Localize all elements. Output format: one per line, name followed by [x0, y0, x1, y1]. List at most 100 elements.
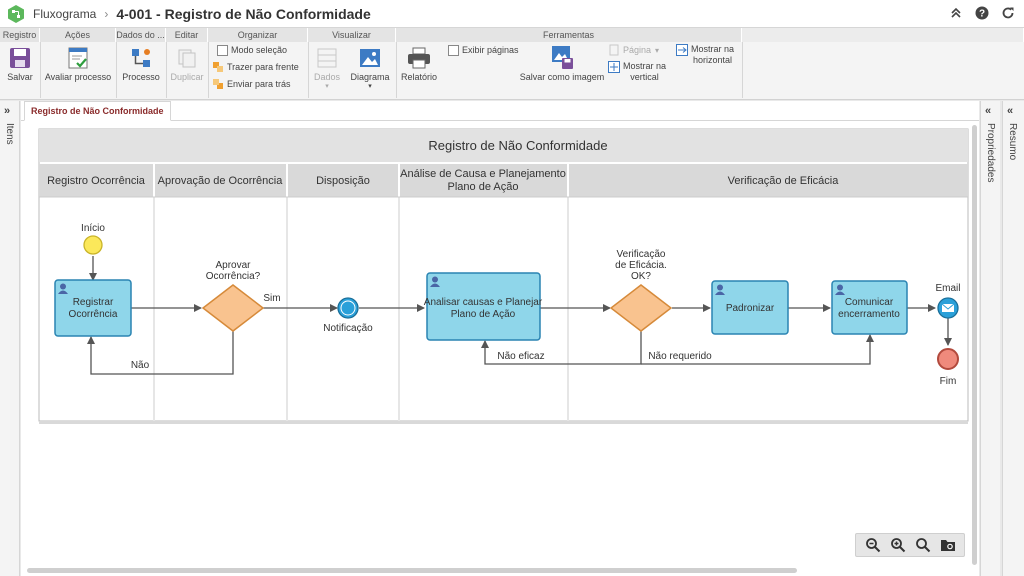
send-back-icon: [213, 79, 223, 89]
svg-text:de Eficácia.: de Eficácia.: [615, 260, 667, 271]
page-icon: [609, 44, 619, 56]
printer-icon: [408, 47, 430, 69]
svg-text:Ocorrência: Ocorrência: [69, 309, 118, 320]
expand-left-icon[interactable]: «: [985, 105, 992, 117]
svg-text:Analisar causas e Planejar: Analisar causas e Planejar: [424, 297, 543, 308]
properties-panel-toggle[interactable]: « Propriedades: [980, 101, 1000, 576]
data-view-button[interactable]: Dados ▾: [312, 46, 342, 90]
checkbox-icon: [447, 44, 459, 56]
breadcrumb[interactable]: Fluxograma: [33, 6, 97, 21]
gateway-verificacao-eficacia[interactable]: [609, 284, 673, 332]
svg-text:encerramento: encerramento: [838, 309, 900, 320]
lane-aprovacao-ocorrencia: Aprovação de Ocorrência: [158, 175, 284, 187]
ribbon-toolbar: Registro Ações Dados do ... Editar Organ…: [0, 28, 1024, 100]
send-to-back-button[interactable]: Enviar para trás: [212, 78, 291, 90]
user-task-icon: [430, 276, 440, 287]
zoom-in-icon[interactable]: [889, 536, 907, 554]
zoom-reset-icon[interactable]: [914, 536, 932, 554]
start-event[interactable]: [83, 235, 103, 255]
report-button[interactable]: Relatório: [400, 46, 438, 82]
refresh-icon[interactable]: [1000, 5, 1016, 21]
dropdown-caret-icon: ▾: [368, 83, 372, 90]
svg-text:OK?: OK?: [631, 271, 651, 282]
diagram-view-button[interactable]: Diagrama ▾: [350, 46, 390, 90]
summary-panel-label: Resumo: [1007, 123, 1018, 161]
show-pages-checkbox[interactable]: Exibir páginas: [447, 44, 519, 56]
checkbox-icon: [216, 44, 228, 56]
flowchart-app-icon: [8, 4, 24, 23]
task-analisar-causas[interactable]: Analisar causas e Planejar Plano de Ação: [424, 272, 543, 341]
end-event[interactable]: [937, 348, 959, 370]
flow-label-nao: Não: [131, 360, 150, 371]
pool-title: Registro de Não Conformidade: [428, 138, 607, 153]
group-editar: Editar: [166, 28, 208, 42]
summary-panel-toggle[interactable]: « Resumo: [1002, 101, 1024, 576]
diagram-canvas[interactable]: Registro de Não Conformidade Registro de…: [21, 101, 979, 576]
user-task-icon: [835, 284, 845, 295]
bring-front-icon: [213, 62, 223, 72]
task-comunicar-encerramento[interactable]: Comunicar encerramento: [831, 280, 908, 335]
vertical-layout-icon: [608, 61, 620, 73]
fit-folder-icon[interactable]: [939, 536, 957, 554]
page-title: 4-001 - Registro de Não Conformidade: [116, 5, 371, 22]
page-dropdown[interactable]: Página ▾: [608, 44, 659, 56]
bring-to-front-button[interactable]: Trazer para frente: [212, 61, 299, 73]
collapse-up-icon[interactable]: [948, 5, 964, 21]
svg-text:Aprovar: Aprovar: [215, 260, 251, 271]
tab-registro-nao-conformidade[interactable]: Registro de Não Conformidade: [24, 101, 171, 121]
zoom-toolbar: [855, 533, 965, 557]
flow-label-sim: Sim: [263, 293, 280, 304]
intermediate-event-email[interactable]: [937, 297, 959, 319]
svg-text:Ocorrência?: Ocorrência?: [206, 271, 261, 282]
pool-header: [39, 129, 968, 162]
end-event-label: Fim: [940, 376, 957, 387]
evaluate-process-button[interactable]: Avaliar processo: [44, 46, 112, 82]
process-icon: [132, 49, 150, 67]
envelope-icon: [942, 304, 954, 312]
intermediate-event-notificacao[interactable]: [337, 297, 359, 319]
lane-plano-acao: Plano de Ação: [448, 181, 519, 193]
save-as-image-button[interactable]: Salvar como imagem: [520, 44, 604, 82]
group-registro: Registro: [0, 28, 40, 42]
group-ferramentas: Ferramentas: [396, 28, 742, 42]
vertical-scrollbar[interactable]: [972, 125, 977, 565]
svg-text:Verificação: Verificação: [617, 249, 666, 260]
horizontal-scrollbar[interactable]: [27, 568, 797, 573]
svg-text:?: ?: [979, 9, 985, 20]
start-event-label: Início: [81, 223, 105, 234]
tab-bar: Registro de Não Conformidade: [21, 101, 979, 121]
duplicate-icon: [178, 49, 196, 68]
zoom-out-icon[interactable]: [864, 536, 882, 554]
flow-label-nao-eficaz: Não eficaz: [497, 351, 544, 362]
process-button[interactable]: Processo: [120, 46, 162, 82]
svg-text:Plano de Ação: Plano de Ação: [451, 309, 516, 320]
lane-analise-causa: Análise de Causa e Planejamento: [400, 168, 566, 180]
show-horizontal-button[interactable]: Mostrar na horizontal: [676, 44, 734, 66]
duplicate-button[interactable]: Duplicar: [170, 46, 204, 82]
expand-right-icon[interactable]: »: [4, 105, 11, 117]
bpmn-diagram: Registro de Não Conformidade Registro Oc…: [38, 128, 969, 424]
data-grid-icon: [317, 48, 337, 68]
save-button[interactable]: Salvar: [5, 46, 35, 82]
gateway-aprovar-ocorrencia[interactable]: [201, 284, 265, 332]
svg-text:Padronizar: Padronizar: [726, 303, 775, 314]
lane-disposicao: Disposição: [316, 175, 370, 187]
task-padronizar[interactable]: Padronizar: [711, 280, 789, 335]
email-label: Email: [935, 283, 960, 294]
svg-text:Comunicar: Comunicar: [845, 297, 894, 308]
breadcrumb-separator-icon: ›: [104, 6, 109, 21]
help-icon[interactable]: ?: [974, 5, 990, 21]
group-dados: Dados do ...: [116, 28, 166, 42]
task-registrar-ocorrencia[interactable]: Registrar Ocorrência: [54, 279, 132, 337]
save-image-icon: [552, 46, 573, 69]
title-bar: Fluxograma › 4-001 - Registro de Não Con…: [0, 0, 1024, 28]
show-vertical-button[interactable]: Mostrar na vertical: [608, 61, 666, 83]
group-acoes: Ações: [40, 28, 116, 42]
user-task-icon: [715, 284, 725, 295]
selection-mode-checkbox[interactable]: Modo seleção: [216, 44, 287, 56]
items-panel-toggle[interactable]: » Itens: [0, 101, 20, 576]
lane-registro-ocorrencia: Registro Ocorrência: [47, 175, 146, 187]
expand-left-icon[interactable]: «: [1007, 105, 1014, 117]
items-panel-label: Itens: [4, 123, 15, 145]
lane-verificacao-eficacia: Verificação de Eficácia: [728, 175, 840, 187]
